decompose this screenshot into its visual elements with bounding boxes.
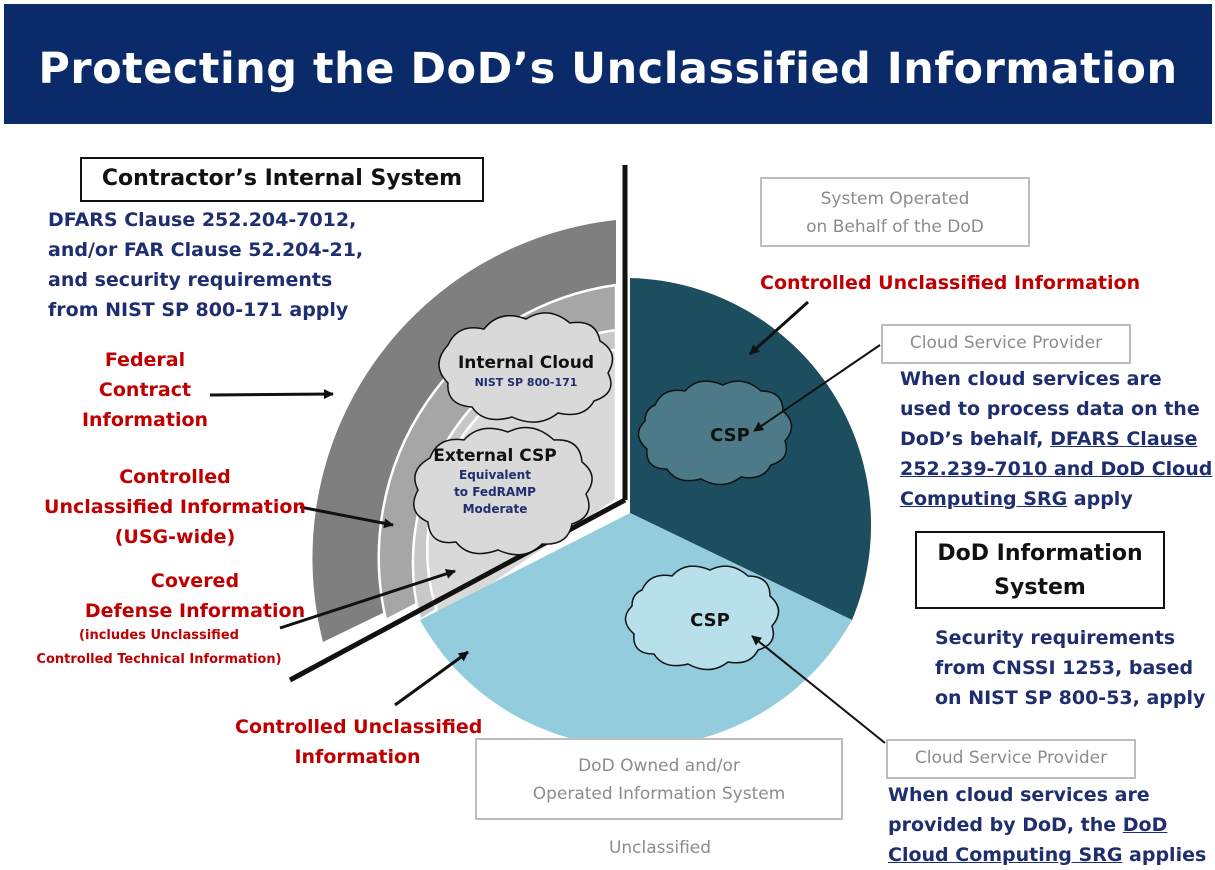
fci-line: Federal xyxy=(104,349,186,371)
fci-line: Information xyxy=(81,409,209,431)
arrow-fci xyxy=(209,389,334,400)
cui-usg-line: (USG-wide) xyxy=(114,526,236,548)
external-csp-sub: Equivalent xyxy=(459,468,531,482)
clause-line: DFARS Clause 252.204-7012, xyxy=(48,209,357,231)
external-csp-cloud-icon xyxy=(413,426,593,556)
unclassified-label: Unclassified xyxy=(608,838,712,858)
arrow-csp-top xyxy=(753,344,881,432)
cui-bottom-line: Information xyxy=(294,746,421,768)
csp-cloud-dark-icon xyxy=(637,380,793,486)
cdi-note-line: Controlled Technical Information) xyxy=(36,652,282,667)
security-line: on NIST SP 800-53, apply xyxy=(935,687,1206,709)
dfars-link[interactable]: DFARS Clause xyxy=(1050,428,1198,450)
csp-top-description: When cloud services are used to process … xyxy=(900,364,1212,514)
page-title: Protecting the DoD’s Unclassified Inform… xyxy=(38,44,1178,94)
csp-bottom-line: Cloud Computing SRG applies xyxy=(888,840,1206,870)
dod-info-system-box: DoD Information System xyxy=(915,531,1165,609)
fci-label: Federal Contract Information xyxy=(80,345,210,435)
cui-bottom-line: Controlled Unclassified xyxy=(235,716,483,738)
external-csp-text: External CSP Equivalent to FedRAMP Moder… xyxy=(420,445,570,518)
csp-bottom-suffix: applies xyxy=(1122,844,1207,866)
arrow-cdi xyxy=(279,569,456,630)
srg-link-bottom[interactable]: Cloud Computing SRG xyxy=(888,844,1123,866)
security-requirements: Security requirements from CNSSI 1253, b… xyxy=(935,623,1205,713)
dod-owned-box: DoD Owned and/or Operated Information Sy… xyxy=(475,738,843,820)
contractor-clauses: DFARS Clause 252.204-7012, and/or FAR Cl… xyxy=(48,205,363,325)
clause-line: and security requirements xyxy=(48,269,333,291)
csp-bottom-box: Cloud Service Provider xyxy=(886,739,1136,779)
csp-bottom-box-label: Cloud Service Provider xyxy=(914,748,1108,768)
csp-cloud-light-icon xyxy=(624,565,780,671)
cui-right-label: Controlled Unclassified Information xyxy=(760,268,1141,298)
clause-line: from NIST SP 800-171 apply xyxy=(48,299,349,321)
internal-cloud-text: Internal Cloud NIST SP 800-171 xyxy=(446,352,606,392)
cui-usg-label: Controlled Unclassified Information (USG… xyxy=(30,462,320,552)
internal-cloud-sub: NIST SP 800-171 xyxy=(474,376,578,389)
external-csp-sub: to FedRAMP xyxy=(454,485,536,499)
cdi-line: Covered xyxy=(150,570,240,592)
arrow-cui-usg xyxy=(299,505,394,529)
csp-top-prefix: DoD’s behalf, xyxy=(900,428,1044,450)
cdi-line: Defense Information xyxy=(84,600,306,622)
dod-info-line: System xyxy=(994,575,1086,600)
operated-line: System Operated xyxy=(820,189,970,209)
security-line: Security requirements xyxy=(935,627,1176,649)
arrow-cui-right xyxy=(748,300,810,356)
cdi-note: (includes Unclassified Controlled Techni… xyxy=(0,624,318,672)
csp-bottom-line: provided by DoD, the DoD xyxy=(888,810,1206,840)
csp-bottom-description: When cloud services are provided by DoD,… xyxy=(888,780,1206,870)
csp-light-text: CSP xyxy=(690,610,730,631)
operated-line: on Behalf of the DoD xyxy=(806,217,984,237)
csp-top-box: Cloud Service Provider xyxy=(881,324,1131,364)
cui-usg-line: Unclassified Information xyxy=(44,496,306,518)
clause-line: and/or FAR Clause 52.204-21, xyxy=(48,239,364,261)
system-operated-box: System Operated on Behalf of the DoD xyxy=(760,177,1030,247)
csp-top-line: DoD’s behalf, DFARS Clause xyxy=(900,424,1212,454)
internal-cloud-icon xyxy=(438,312,614,423)
csp-top-suffix: apply xyxy=(1067,488,1133,510)
title-banner: Protecting the DoD’s Unclassified Inform… xyxy=(4,4,1212,124)
security-line: from CNSSI 1253, based xyxy=(935,657,1194,679)
external-csp-sub: Moderate xyxy=(462,502,528,516)
csp-top-box-label: Cloud Service Provider xyxy=(909,333,1103,353)
arrow-csp-bottom xyxy=(751,635,886,744)
csp-top-line: When cloud services are xyxy=(900,368,1162,390)
owned-line: Operated Information System xyxy=(532,784,786,804)
fci-line: Contract xyxy=(98,379,192,401)
owned-line: DoD Owned and/or xyxy=(578,756,740,776)
csp-bottom-line: When cloud services are xyxy=(888,784,1150,806)
cui-right-line: Controlled Unclassified Information xyxy=(760,272,1141,294)
cui-usg-line: Controlled xyxy=(119,466,231,488)
contractor-system-box: Contractor’s Internal System xyxy=(80,157,484,202)
dfars-link-cont[interactable]: 252.239-7010 and DoD Cloud xyxy=(900,458,1213,480)
csp-bottom-prefix: provided by DoD, the xyxy=(888,814,1123,836)
cdi-note-line: (includes Unclassified xyxy=(79,628,239,643)
csp-top-line: used to process data on the xyxy=(900,398,1200,420)
srg-link[interactable]: Computing SRG xyxy=(900,488,1068,510)
cdi-label: Covered Defense Information xyxy=(80,566,310,626)
contractor-system-label: Contractor’s Internal System xyxy=(101,166,463,191)
dod-info-line: DoD Information xyxy=(937,541,1143,566)
csp-dark-text: CSP xyxy=(710,425,750,446)
external-csp-title: External CSP xyxy=(433,446,557,466)
internal-cloud-title: Internal Cloud xyxy=(457,353,595,373)
cui-bottom-label: Controlled Unclassified Information xyxy=(235,712,483,772)
csp-top-line: Computing SRG apply xyxy=(900,484,1212,514)
csp-top-line: 252.239-7010 and DoD Cloud xyxy=(900,454,1212,484)
arrow-cui-bottom xyxy=(394,650,469,707)
dod-link[interactable]: DoD xyxy=(1122,814,1168,836)
